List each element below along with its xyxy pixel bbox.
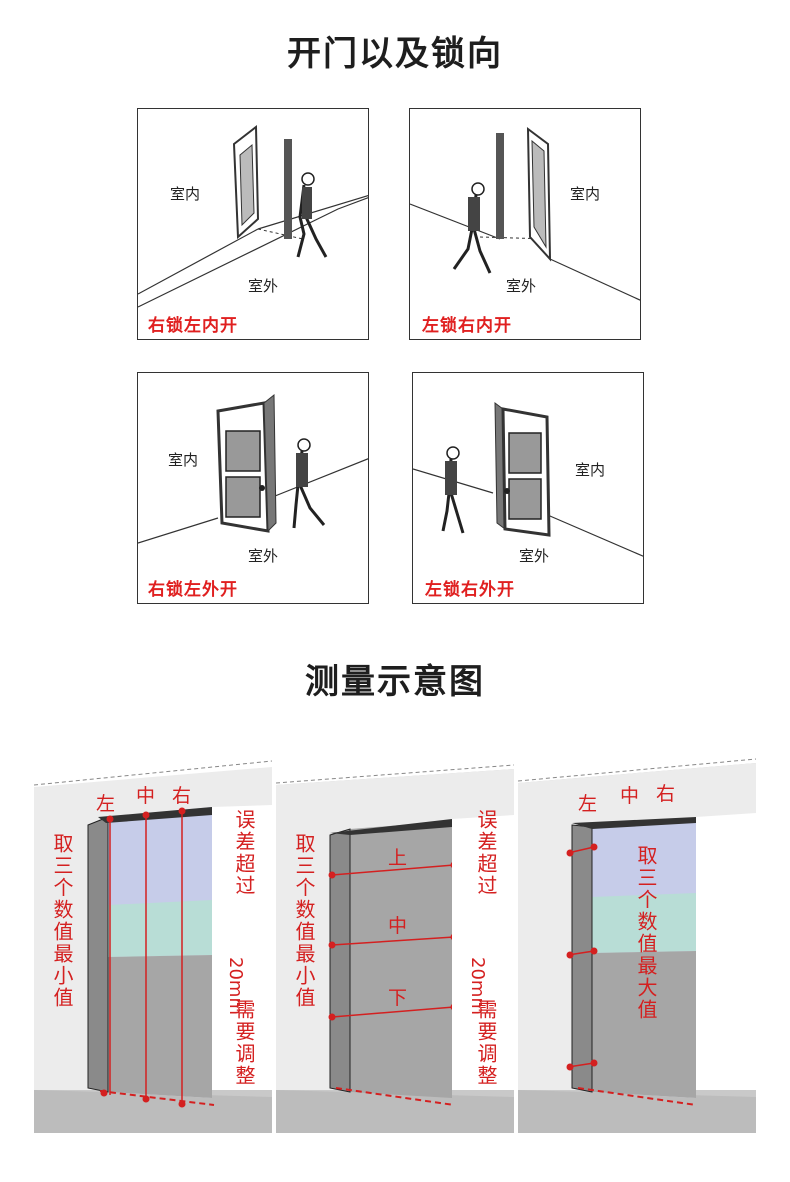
- door-caption: 右锁左外开: [148, 580, 238, 600]
- position-right-label: 右: [172, 785, 192, 807]
- position-bottom-label: 下: [388, 987, 408, 1009]
- tolerance-note-a: 误差超过: [474, 809, 498, 897]
- door-caption: 左锁右外开: [425, 580, 515, 600]
- tolerance-note-c: 需要调整: [232, 999, 256, 1087]
- tolerance-note-a: 误差超过: [232, 809, 256, 897]
- measure-panel-width: 左 中 右 取三个数值最小值 误差超过 20mm 需要调整: [34, 745, 272, 1133]
- measure-panel-depth: 左 中 右 取三个数值最大值: [518, 745, 756, 1133]
- door-illustration: [410, 126, 640, 301]
- instruction-max-value: 取三个数值最大值: [634, 845, 658, 1021]
- measure-panel-height: 上 中 下 取三个数值最小值 误差超过 20mm 需要调整: [276, 745, 514, 1133]
- door-panel-left-lock-right-out: 室内 室外 左锁右外开: [412, 372, 644, 604]
- outdoor-label: 室外: [506, 277, 537, 295]
- measure-illustration-width: [34, 745, 272, 1133]
- position-left-label: 左: [578, 793, 598, 815]
- position-middle-label: 中: [388, 915, 408, 937]
- section-title-measure: 测量示意图: [305, 662, 485, 702]
- measure-illustration-height: [276, 745, 514, 1133]
- door-panel-right-lock-left-out: 室内 室外 右锁左外开: [137, 372, 369, 604]
- position-right-label: 右: [656, 783, 676, 805]
- outdoor-label: 室外: [248, 277, 279, 295]
- indoor-label: 室内: [575, 461, 606, 479]
- door-illustration: [138, 393, 368, 544]
- indoor-label: 室内: [168, 451, 199, 469]
- door-illustration: [413, 401, 643, 557]
- tolerance-note-c: 需要调整: [474, 999, 498, 1087]
- instruction-min-value: 取三个数值最小值: [50, 833, 74, 1009]
- door-caption: 右锁左内开: [148, 316, 238, 336]
- door-panel-left-lock-right-in: 室内 室外 左锁右内开: [409, 108, 641, 340]
- door-caption: 左锁右内开: [422, 316, 512, 336]
- instruction-min-value: 取三个数值最小值: [292, 833, 316, 1009]
- indoor-label: 室内: [570, 185, 601, 203]
- position-middle-label: 中: [136, 785, 156, 807]
- outdoor-label: 室外: [519, 547, 550, 565]
- section-title-open-direction: 开门以及锁向: [287, 34, 503, 74]
- measure-illustration-depth: [518, 745, 756, 1133]
- position-top-label: 上: [388, 847, 408, 869]
- indoor-label: 室内: [170, 185, 201, 203]
- outdoor-label: 室外: [248, 547, 279, 565]
- door-illustration: [138, 124, 368, 308]
- door-panel-right-lock-left-in: 室内 室外 右锁左内开: [137, 108, 369, 340]
- position-middle-label: 中: [620, 785, 640, 807]
- position-left-label: 左: [96, 793, 116, 815]
